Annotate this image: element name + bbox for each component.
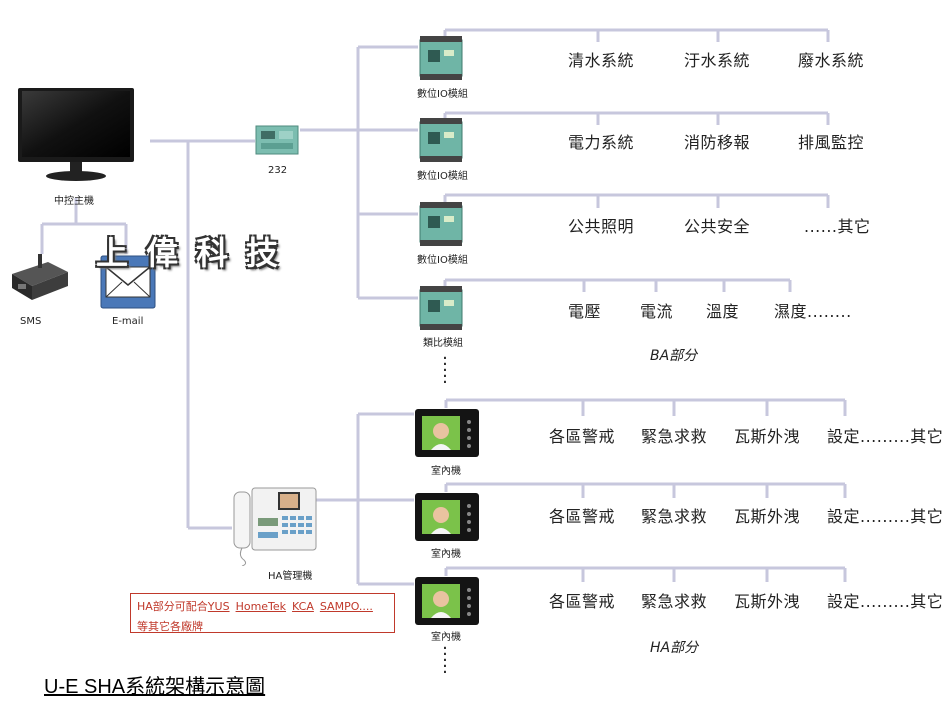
indoor-monitor-icon: [415, 493, 479, 541]
note-prefix: HA部分可配合: [137, 600, 208, 613]
io-module-label-3: 數位IO模組: [417, 255, 468, 266]
ha-manager-label: HA管理機: [268, 571, 313, 582]
continuation-dots: ·····: [442, 638, 448, 683]
io-module-icon: [419, 118, 463, 162]
ba-item: 汙水系統: [684, 51, 751, 70]
intercom-phone-icon: [233, 487, 317, 566]
ha-item: 設定.........其它: [827, 427, 944, 446]
indoor-monitor-icon: [415, 409, 479, 457]
brand-link[interactable]: HomeTek: [235, 600, 287, 613]
email-icon: [100, 255, 156, 309]
sms-modem-icon: [12, 254, 68, 300]
brand-link[interactable]: YUS: [207, 600, 230, 613]
email-label: E-mail: [112, 316, 144, 327]
ba-item: 電流: [640, 302, 674, 321]
continuation-dots: ·····: [442, 348, 448, 393]
io-module-label-1: 數位IO模組: [417, 89, 468, 100]
brand-link[interactable]: KCA: [292, 600, 314, 613]
ba-item: 清水系統: [568, 51, 635, 70]
host-label: 中控主機: [54, 196, 94, 207]
analog-module-label: 類比模組: [423, 338, 463, 349]
diagram-title: U-E SHA系統架構示意圖: [44, 676, 266, 698]
ba-item: 排風監控: [798, 133, 865, 152]
ha-item: 瓦斯外洩: [734, 427, 801, 446]
ba-item: 電力系統: [568, 133, 635, 152]
ba-item: 公共安全: [684, 217, 751, 236]
ha-section-label: HA部分: [650, 640, 699, 656]
ha-item: 瓦斯外洩: [734, 507, 801, 526]
indoor-monitor-icon: [415, 577, 479, 625]
ba-item: 公共照明: [568, 217, 635, 236]
ba-item: 消防移報: [684, 133, 751, 152]
io-module-icon: [419, 36, 463, 80]
analog-module-icon: [419, 286, 463, 330]
ha-item: 瓦斯外洩: [734, 592, 801, 611]
ba-item: 電壓: [568, 302, 602, 321]
indoor-unit-label-1: 室內機: [431, 466, 461, 477]
indoor-unit-label-3: 室內機: [431, 632, 461, 643]
ha-item: 各區警戒: [549, 592, 616, 611]
ha-item: 設定.........其它: [827, 507, 944, 526]
ha-item: 緊急求救: [641, 592, 708, 611]
ba-section-label: BA部分: [650, 348, 698, 364]
ha-item: 各區警戒: [549, 507, 616, 526]
io-module-icon: [419, 202, 463, 246]
ha-item: 設定.........其它: [827, 592, 944, 611]
converter-label: 232: [268, 165, 288, 176]
indoor-unit-label-2: 室內機: [431, 549, 461, 560]
watermark-text: 上偉科技: [96, 234, 297, 272]
brand-link[interactable]: SAMPO....: [319, 600, 373, 613]
ha-item: 緊急求救: [641, 507, 708, 526]
ha-item: 各區警戒: [549, 427, 616, 446]
ba-item: ......其它: [804, 217, 871, 236]
ba-item: 廢水系統: [798, 51, 865, 70]
rs232-converter-icon: [255, 125, 299, 155]
note-line2: 等其它各廠牌: [137, 620, 203, 633]
ha-item: 緊急求救: [641, 427, 708, 446]
ba-item: 溫度: [706, 302, 740, 321]
sms-label: SMS: [20, 316, 42, 327]
ba-item: 濕度........: [774, 302, 852, 321]
monitor-icon: [18, 88, 134, 181]
compatibility-note: HA部分可配合YUS HomeTek KCA SAMPO.... 等其它各廠牌: [130, 593, 395, 633]
io-module-label-2: 數位IO模組: [417, 171, 468, 182]
